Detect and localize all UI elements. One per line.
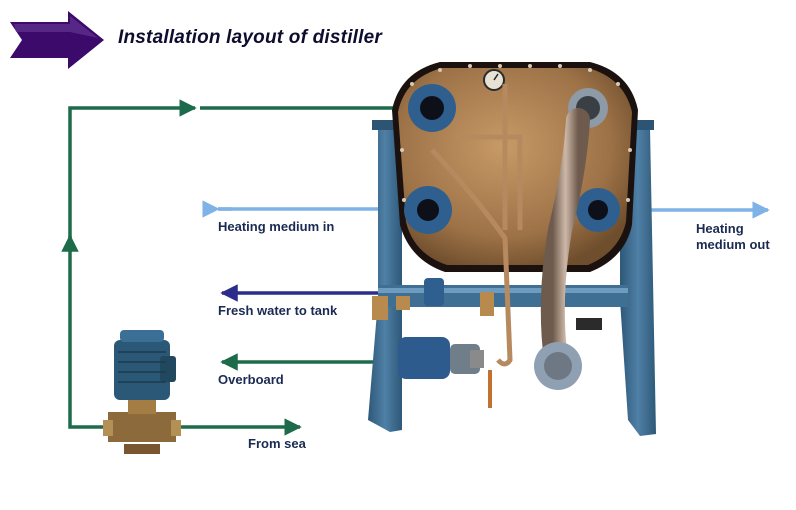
heating-outlet-flange	[576, 188, 620, 232]
sea-water-pump	[103, 330, 181, 454]
heating-medium-out-label: Heating medium out	[696, 221, 770, 252]
copper-pipes	[430, 84, 523, 367]
heating-medium-in-label: Heating medium in	[218, 219, 335, 234]
valves	[372, 278, 602, 408]
pressure-gauge-icon	[483, 69, 505, 91]
discharge-pipe	[534, 88, 608, 390]
from-sea-label: From sea	[248, 436, 306, 451]
distillate-pump	[398, 337, 484, 379]
overboard-label: Overboard	[218, 372, 284, 387]
sea-water-loop	[61, 99, 405, 436]
heating-inlet-flange	[404, 186, 452, 234]
sea-water-inlet-flange	[408, 84, 456, 132]
title-arrow-icon	[10, 11, 104, 69]
fresh-water-label: Fresh water to tank	[218, 303, 338, 318]
page-title: Installation layout of distiller	[118, 27, 382, 48]
